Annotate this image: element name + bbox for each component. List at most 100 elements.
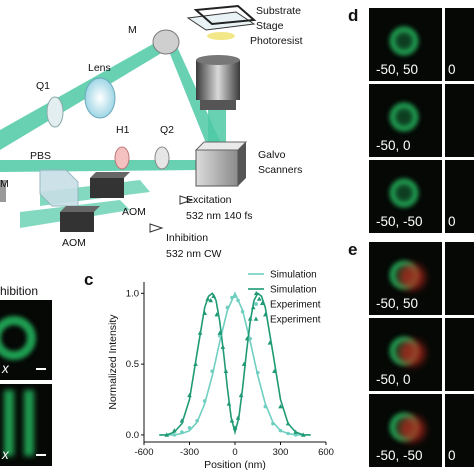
panel-letter-c: c — [84, 270, 94, 289]
panel-e-inhibition-spot — [399, 264, 425, 290]
panel-b-axis-bottom: x — [2, 447, 9, 462]
y-tick-label: 0.5 — [126, 359, 139, 370]
data-point-triangle — [250, 304, 256, 310]
data-point-circle — [233, 294, 237, 298]
label-substrate: Substrate — [256, 5, 301, 17]
data-point-circle — [210, 369, 215, 374]
data-point-triangle — [193, 361, 198, 366]
label-q1: Q1 — [36, 80, 51, 92]
panel-letter-d: d — [348, 6, 359, 25]
lens — [84, 77, 116, 119]
y-axis-label: Normalized Intensity — [107, 314, 119, 410]
panel-d-caption-partial: 0 — [448, 62, 456, 77]
panel-d-tile-partial — [445, 84, 474, 157]
label-lens: Lens — [88, 62, 111, 74]
data-point-triangle — [285, 421, 291, 426]
beam-lower — [0, 160, 200, 172]
data-point-circle — [187, 426, 192, 430]
series-line-1 — [159, 292, 311, 436]
data-point-triangle — [229, 418, 235, 423]
data-point-circle — [278, 428, 283, 433]
label-photoresist: Photoresist — [250, 35, 303, 47]
data-point-circle — [230, 295, 234, 300]
panel-letter-e: e — [348, 240, 358, 259]
data-point-triangle — [220, 344, 226, 349]
data-point-triangle — [208, 297, 214, 303]
aom-bottom-box — [60, 212, 94, 232]
panel-d-tile-partial: 0 — [445, 8, 474, 81]
data-point-circle — [286, 431, 290, 436]
data-point-triangle — [223, 368, 229, 374]
panel-e-caption: -50, 50 — [376, 296, 419, 311]
panel-e-caption: -50, 0 — [376, 372, 411, 387]
mirror-left — [0, 180, 6, 202]
data-point-triangle — [253, 290, 259, 296]
y-tick-label: 1.0 — [126, 288, 139, 299]
legend-swatch — [254, 302, 258, 306]
photoresist — [207, 32, 235, 40]
q2-plate — [154, 146, 170, 170]
data-point-triangle — [300, 432, 306, 437]
data-point-triangle — [278, 404, 283, 409]
data-point-circle — [240, 309, 245, 314]
label-inhibition: Inhibition 532 nm CW — [166, 232, 222, 260]
legend-label: Experiment — [270, 315, 321, 326]
label-mirror-left: M — [0, 178, 9, 190]
data-point-triangle — [179, 418, 185, 423]
data-point-triangle — [211, 293, 217, 298]
data-point-triangle — [260, 300, 265, 306]
x-tick-label: 600 — [318, 447, 334, 458]
panel-b-title: hibition — [0, 284, 39, 298]
x-tick-label: 0 — [232, 447, 237, 458]
data-point-circle — [263, 404, 268, 409]
panel-e-tile: -50, -50 — [369, 394, 442, 467]
panel-d-tile: -50, 50 — [369, 8, 442, 81]
panel-d-tile-partial: 0 — [445, 160, 474, 233]
data-point-triangle — [202, 310, 207, 315]
y-tick-label: 0.0 — [126, 430, 139, 441]
data-point-circle — [255, 370, 260, 375]
panel-d-caption: -50, -50 — [376, 214, 423, 229]
label-pbs: PBS — [30, 150, 52, 162]
data-point-triangle — [205, 296, 210, 301]
panel-d-caption: -50, 0 — [376, 138, 411, 153]
label-aom-top: AOM — [122, 206, 146, 218]
aom-top-box — [90, 178, 124, 198]
data-point-triangle — [232, 425, 238, 430]
data-point-triangle — [267, 340, 273, 345]
legend-label: Simulation — [270, 270, 317, 281]
panel-e-tile-partial: 0 — [445, 394, 474, 467]
panel-d-tile: -50, 0 — [369, 84, 442, 157]
panel-b-tile-top: x — [0, 300, 52, 380]
mirror-m — [152, 29, 180, 55]
data-point-triangle — [235, 415, 241, 420]
data-point-triangle — [247, 316, 253, 321]
galvo-scanners-box — [195, 149, 239, 187]
panel-b-tile-bottom: x — [0, 384, 52, 466]
data-point-circle — [218, 334, 222, 338]
data-point-triangle — [244, 336, 250, 341]
panel-d-tile: -50, -50 — [369, 160, 442, 233]
x-axis-label: Position (nm) — [204, 459, 266, 471]
data-point-circle — [180, 430, 184, 434]
label-galvo: Galvo Scanners — [258, 149, 303, 176]
label-mirror: M — [128, 24, 137, 36]
panel-d-spot — [389, 102, 419, 132]
data-point-triangle — [164, 432, 170, 437]
panel-d-spot — [389, 178, 419, 208]
data-point-triangle — [263, 312, 268, 317]
data-point-triangle — [256, 296, 262, 301]
panel-d-spot — [389, 26, 419, 56]
panel-b-axis-top: x — [2, 361, 9, 376]
label-aom-bottom: AOM — [62, 237, 86, 249]
panel-e-tile: -50, 0 — [369, 318, 442, 391]
data-point-triangle — [214, 312, 220, 317]
objective — [196, 60, 240, 100]
data-point-circle — [202, 399, 207, 403]
legend-label: Simulation — [270, 285, 317, 296]
data-point-triangle — [238, 392, 244, 398]
data-point-circle — [293, 433, 298, 437]
data-point-triangle — [172, 428, 177, 433]
data-point-circle — [195, 418, 199, 423]
